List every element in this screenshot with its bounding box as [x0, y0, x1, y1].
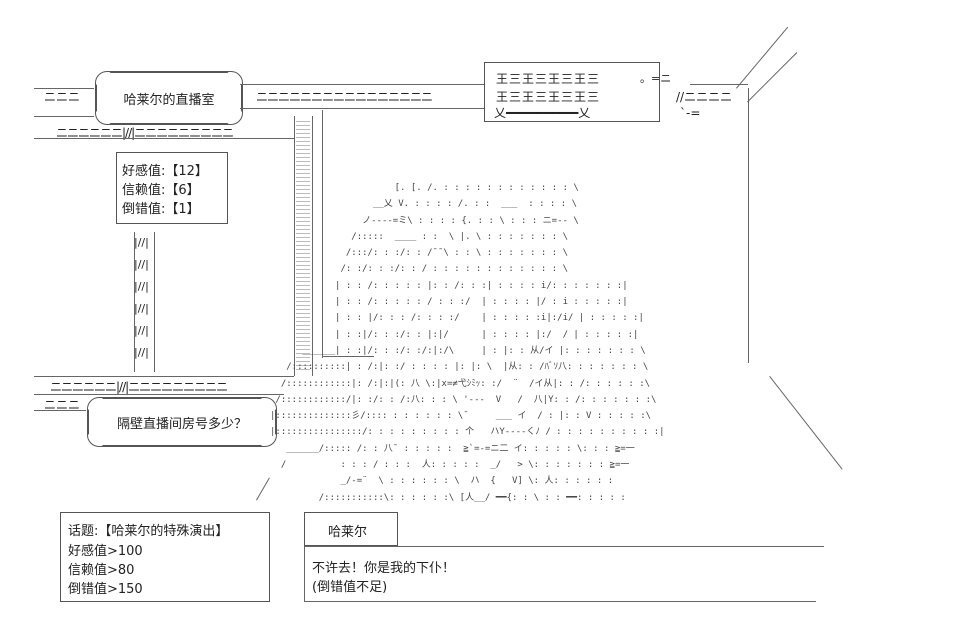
art-line-4: /:::/: : :/: : /¯¯\ : : \ : : : : : : : … — [270, 248, 569, 259]
reverse-value: 倒错值:【1】 — [122, 202, 200, 217]
rail-seg-6: |//| — [134, 346, 149, 359]
art-line-2: ノ----=ミ\ : : : : {. : : \ : : : ニ=-- \ — [270, 215, 579, 226]
dialog-top-line — [304, 546, 824, 547]
top-rail-line-1 — [34, 88, 94, 89]
speaker-name: 哈莱尔 — [328, 525, 368, 540]
right-title-row-2: 王三王三王三王三 — [496, 90, 601, 104]
right-header-line — [690, 84, 748, 85]
art-line-5: /: :/: : :/: : / : : : : : : : : : : : :… — [270, 264, 569, 275]
stream-room-tab[interactable]: 哈莱尔的直播室 — [96, 72, 242, 124]
right-title-sub: 乂━━━━━━━━━━乂 — [494, 106, 591, 120]
dialog-bottom-line — [304, 601, 816, 602]
art-line-16: ______/::::: /: : 八¯ : : : : : ≧`=-=ニ二 イ… — [270, 443, 635, 454]
art-line-6: | : : /: : : : : |: : /: : :| : : : : i/… — [270, 280, 628, 291]
rail-col-a2 — [312, 116, 313, 376]
speaker-box — [304, 512, 398, 546]
left-rails-row: ニニニニニニ|//|ニニニニニニニニニ — [56, 126, 234, 140]
dialog-line-1: 不许去！你是我的下仆！ — [312, 561, 456, 576]
art-line-13: /::::::::::::/|: :/: : /:八: : : \ '--- V… — [270, 394, 657, 405]
right-eq-sub: `-= — [680, 106, 701, 120]
art-line-17: / : : : / : : : 人: : : : : _/ > \: : : :… — [270, 460, 630, 471]
art-line-14: |::::::::::::::彡/:::: : : : : : : \¯ ___… — [270, 411, 652, 422]
rail-seg-2: |//| — [134, 258, 149, 271]
rail-col-b2 — [154, 232, 155, 372]
art-line-18: _/-=¨ \ : : : : : : \ ハ { V] \: 人: : : :… — [270, 476, 614, 487]
right-title-mark: 。=ニ — [640, 72, 672, 85]
diagonal-line-bottom-right — [769, 376, 843, 470]
stream-room-title: 哈莱尔的直播室 — [123, 92, 215, 108]
rail-floor-line — [322, 356, 374, 357]
topic-trust-req: 信赖值>80 — [68, 563, 135, 578]
eq-row: ニニニニニニニニニニニニニニニニ — [256, 90, 433, 104]
eq-row-line-top — [240, 84, 485, 85]
topic-title: 话题:【哈莱尔的特殊演出】 — [68, 524, 229, 539]
stats-panel — [116, 152, 228, 224]
rail-seg-5: |//| — [134, 324, 149, 337]
dialog-line-2: (倒错值不足) — [312, 580, 388, 595]
rail-col-a3 — [322, 110, 323, 358]
art-line-3: /::::: ____ : : \ |. \ : : : : : : : \ — [270, 231, 569, 242]
art-line-12: /::::::::::::|: /:|:|(: 八 \:|x=≠弋ｼﾐｯ: :/… — [270, 378, 651, 389]
left-rails-line — [34, 138, 294, 139]
eq-row-line-bottom — [240, 108, 485, 109]
art-line-1: __乂 V. : : : : /. : : ___ : : : : \ — [270, 199, 578, 210]
question-tab[interactable]: 隔壁直播间房号多少？ — [88, 398, 276, 446]
art-line-19: /:::::::::::\: : : : : :\ [人__/ ━━{: : \… — [270, 492, 626, 503]
top-rail-left: ニニニ — [44, 90, 81, 104]
dialog-left-line — [304, 546, 305, 602]
character-ascii-art: [. [. /. : : : : : : : : : : : : \ __乂 V… — [270, 180, 665, 506]
rail-seg-3: |//| — [134, 280, 149, 293]
trust-value: 信赖值:【6】 — [122, 183, 200, 198]
mid-rail-left: ニニニ — [44, 398, 81, 412]
art-line-9: | : :|/: : :/: : |:|/ | : : : : |:/ / | … — [270, 329, 639, 340]
topic-reverse-req: 倒错值>150 — [68, 582, 143, 597]
favor-value: 好感值:【12】 — [122, 164, 208, 179]
right-eq: //ニニニニ — [676, 90, 733, 104]
diagonal-line-top — [747, 52, 798, 103]
right-title-row-1: 王三王三王三王三 — [496, 72, 601, 86]
mid-rails-row: ニニニニニニ|//|ニニニニニニニニニ — [50, 380, 228, 394]
mid-rail-line-2 — [34, 394, 284, 395]
art-line-15: |::::::::::::::::/: : : : : : : : : 个 ハY… — [270, 427, 665, 438]
art-line-10: ______| : :|/: : :/: :/:|:/\ | : |: : 从/… — [270, 345, 646, 356]
topic-panel — [60, 512, 270, 602]
rail-col-a-hatch — [296, 120, 310, 370]
rail-col-a1 — [294, 116, 295, 376]
diagonal-line-top-2 — [736, 26, 789, 89]
rail-seg-1: |//| — [134, 236, 149, 249]
topic-favor-req: 好感值>100 — [68, 544, 143, 559]
question-text: 隔壁直播间房号多少？ — [116, 416, 247, 432]
right-frame-line — [748, 88, 749, 363]
mid-rail-line-3 — [34, 410, 86, 411]
rail-seg-4: |//| — [134, 302, 149, 315]
art-line-0: [. [. /. : : : : : : : : : : : : \ — [270, 183, 579, 193]
top-rail-line-2 — [34, 116, 94, 117]
art-line-11: /::::::::::| : /:|: :/ : : : : |: |: \ |… — [270, 362, 649, 373]
art-line-8: | : : |/: : : /: : : :/ | : : : : :i|:/i… — [270, 313, 644, 324]
right-title-box — [484, 62, 660, 122]
mid-rail-line-1 — [34, 376, 294, 377]
art-line-7: | : : /: : : : : / : : :/ | : : : : |/ :… — [270, 297, 628, 308]
diagonal-line-bottom-left — [256, 477, 270, 501]
rail-col-b1 — [134, 232, 135, 372]
